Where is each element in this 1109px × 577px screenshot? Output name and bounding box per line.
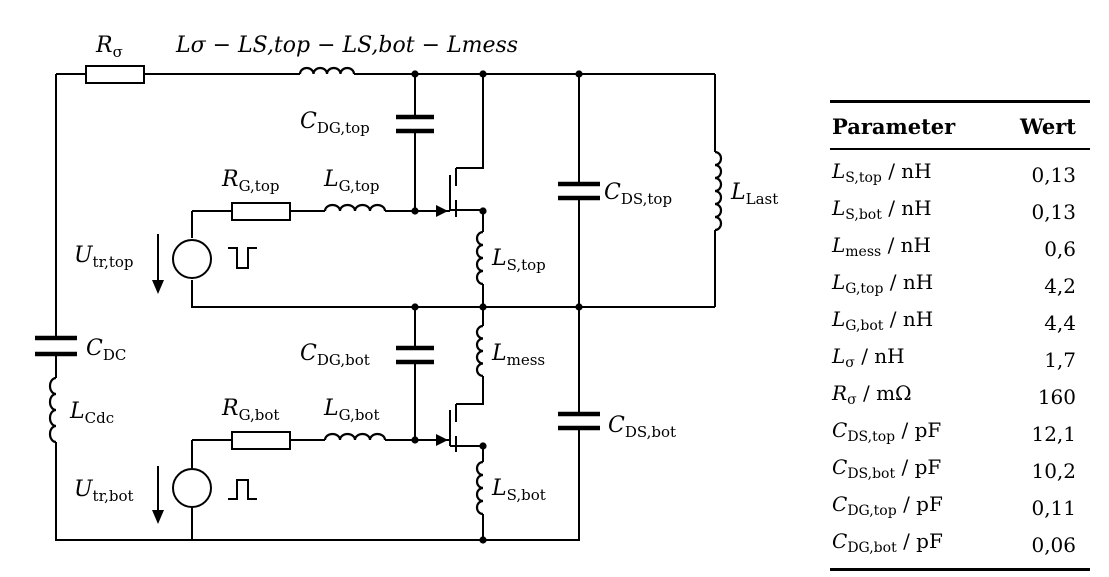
value-cell: 0,11 bbox=[1031, 495, 1076, 520]
inductor-l-series bbox=[298, 66, 356, 75]
value-cell: 10,2 bbox=[1031, 458, 1076, 483]
inductor-l-last bbox=[714, 150, 723, 232]
label-r-g-bot: RG,bot bbox=[221, 396, 279, 424]
label-c-ds-top: CDS,top bbox=[604, 180, 672, 208]
value-cell: 0,13 bbox=[1031, 199, 1076, 224]
param-cell: Rσ / mΩ bbox=[832, 381, 912, 408]
label-l-last: LLast bbox=[730, 180, 778, 208]
value-cell: 1,7 bbox=[1044, 347, 1076, 372]
capacitor-c-ds-bot bbox=[558, 411, 600, 431]
table-row: LS,bot / nH 0,13 bbox=[830, 193, 1090, 230]
capacitor-c-dc bbox=[35, 335, 77, 357]
header-value: Wert bbox=[997, 100, 1090, 150]
transistor-top-gate-arrow bbox=[436, 205, 448, 217]
param-cell: CDS,bot / pF bbox=[832, 455, 942, 482]
label-l-series: Lσ − LS,top − LS,bot − Lmess bbox=[175, 33, 518, 58]
value-cell: 0,6 bbox=[1044, 236, 1076, 261]
resistor-r-g-bot bbox=[231, 431, 291, 450]
table-row: Lσ / nH 1,7 bbox=[830, 341, 1090, 378]
label-u-tr-bot: Utr,bot bbox=[74, 477, 134, 505]
inductor-l-cdc bbox=[48, 376, 57, 444]
param-cell: CDG,top / pF bbox=[832, 492, 943, 519]
source-u-tr-bot bbox=[172, 468, 257, 508]
inductor-l-mess bbox=[475, 324, 484, 378]
value-cell: 12,1 bbox=[1031, 421, 1076, 446]
label-c-dg-bot: CDG,bot bbox=[300, 341, 370, 369]
inductor-l-s-top bbox=[475, 230, 484, 286]
label-r-g-top: RG,top bbox=[221, 167, 279, 195]
param-cell: CDS,top / pF bbox=[832, 418, 942, 445]
param-cell: LG,top / nH bbox=[832, 270, 934, 297]
param-cell: LS,bot / nH bbox=[832, 196, 932, 223]
resistor-r-g-top bbox=[231, 202, 291, 221]
label-l-g-bot: LG,bot bbox=[323, 396, 380, 424]
label-c-ds-bot: CDS,bot bbox=[608, 413, 676, 441]
label-l-cdc: LCdc bbox=[69, 399, 114, 427]
label-r-sigma: Rσ bbox=[95, 33, 123, 61]
param-cell: LG,bot / nH bbox=[832, 307, 934, 334]
table-row: CDG,top / pF 0,11 bbox=[830, 489, 1090, 526]
label-l-s-top: LS,top bbox=[491, 246, 546, 274]
value-cell: 4,4 bbox=[1044, 310, 1076, 335]
transistor-bot-gate-arrow bbox=[436, 434, 448, 446]
label-c-dg-top: CDG,top bbox=[300, 109, 370, 137]
circuit-wires bbox=[55, 73, 716, 541]
table-row: CDS,bot / pF 10,2 bbox=[830, 452, 1090, 489]
table-row: LG,bot / nH 4,4 bbox=[830, 304, 1090, 341]
table-row: CDG,bot / pF 0,06 bbox=[830, 526, 1090, 571]
table-header-row: Parameter Wert bbox=[830, 100, 1090, 150]
value-cell: 160 bbox=[1037, 384, 1076, 409]
inductor-l-s-bot bbox=[475, 460, 484, 516]
source-u-tr-top bbox=[172, 239, 257, 279]
capacitor-c-ds-top bbox=[558, 181, 600, 201]
table-row: CDS,top / pF 12,1 bbox=[830, 415, 1090, 452]
param-cell: Lmess / nH bbox=[832, 233, 931, 260]
capacitor-c-dg-bot bbox=[396, 345, 434, 365]
value-cell: 4,2 bbox=[1044, 273, 1076, 298]
label-c-dc: CDC bbox=[86, 336, 126, 364]
inductor-l-g-bot bbox=[323, 432, 387, 441]
inductor-l-g-top bbox=[323, 203, 387, 212]
table-row: LS,top / nH 0,13 bbox=[830, 149, 1090, 193]
param-cell: CDG,bot / pF bbox=[830, 526, 998, 571]
param-cell: Lσ / nH bbox=[832, 344, 905, 371]
resistor-r-sigma bbox=[85, 65, 145, 84]
voltage-arrow-top bbox=[152, 234, 164, 294]
label-l-g-top: LG,top bbox=[323, 167, 380, 195]
value-cell: 0,06 bbox=[997, 526, 1090, 571]
parameter-table: Parameter Wert LS,top / nH 0,13 LS,bot /… bbox=[830, 100, 1090, 571]
capacitor-c-dg-top bbox=[396, 114, 434, 134]
label-u-tr-top: Utr,top bbox=[74, 243, 134, 271]
header-parameter: Parameter bbox=[830, 100, 998, 150]
voltage-arrow-bot bbox=[152, 466, 164, 524]
table-row: LG,top / nH 4,2 bbox=[830, 267, 1090, 304]
label-l-s-bot: LS,bot bbox=[491, 476, 546, 504]
param-cell: LS,top / nH bbox=[832, 159, 932, 186]
junction-dots bbox=[411, 70, 583, 544]
table-row: Lmess / nH 0,6 bbox=[830, 230, 1090, 267]
table-row: Rσ / mΩ 160 bbox=[830, 378, 1090, 415]
circuit-diagram: Rσ Lσ − LS,top − LS,bot − Lmess CDG,top … bbox=[35, 33, 778, 544]
value-cell: 0,13 bbox=[1031, 162, 1076, 187]
label-l-mess: Lmess bbox=[491, 341, 545, 369]
